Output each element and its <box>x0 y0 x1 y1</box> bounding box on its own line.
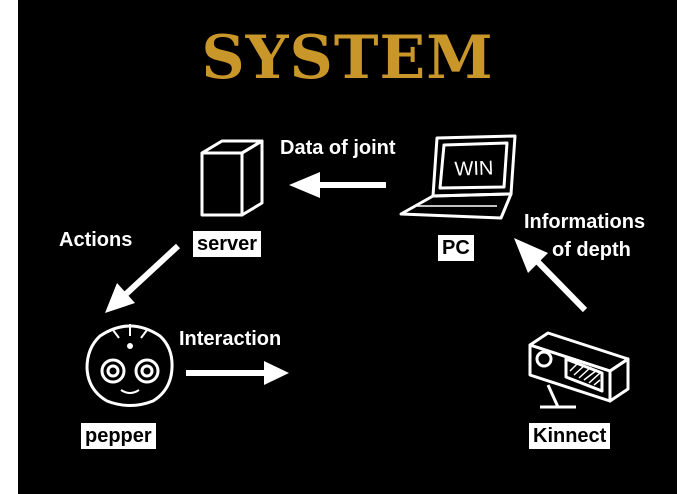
arrow-server-to-pepper <box>105 243 181 313</box>
server-label: server <box>193 231 262 257</box>
slide-title: SYSTEM <box>201 23 494 93</box>
interaction-label: Interaction <box>179 328 282 350</box>
data-of-joint-label: Data of joint <box>280 137 396 159</box>
server-tower-icon <box>200 139 264 217</box>
pepper-label: pepper <box>81 423 156 449</box>
pc-screen-text: WIN <box>454 157 494 180</box>
diagram-slide: SYSTEM server WIN PC <box>18 0 677 494</box>
arrow-kinnect-to-pc <box>514 238 588 313</box>
informations-label-line1: Informations <box>524 211 646 233</box>
arrow-pc-to-server <box>289 172 386 198</box>
robot-head-icon <box>85 324 174 407</box>
actions-label: Actions <box>59 229 133 251</box>
kinnect-label: Kinnect <box>529 423 611 449</box>
arrows-layer <box>105 172 588 385</box>
arrow-interaction <box>186 361 289 385</box>
informations-label-line2: of depth <box>552 239 631 261</box>
pc-label: PC <box>438 235 474 261</box>
laptop-icon: WIN <box>399 134 517 220</box>
depth-sensor-icon <box>528 331 630 409</box>
